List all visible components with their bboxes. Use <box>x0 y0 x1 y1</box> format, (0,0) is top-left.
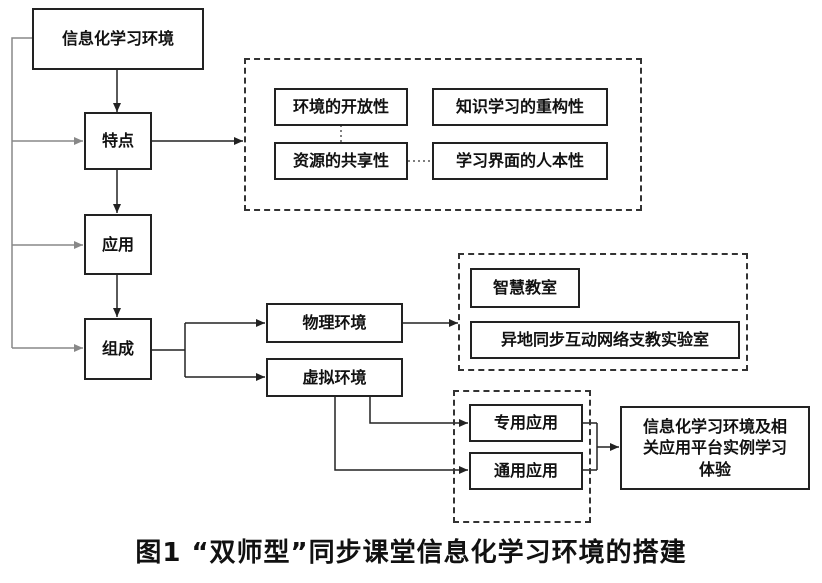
dedicated-app-node: 专用应用 <box>469 404 583 442</box>
general-app-node: 通用应用 <box>469 452 583 490</box>
smart-classroom-node: 智慧教室 <box>470 268 580 308</box>
apps-group <box>453 390 591 523</box>
openness-node: 环境的开放性 <box>274 88 408 126</box>
virtual-branches <box>334 396 468 474</box>
feature-dotted-links <box>340 125 432 162</box>
composition-node: 组成 <box>84 318 152 380</box>
physical-node: 物理环境 <box>266 303 403 343</box>
application-node: 应用 <box>84 214 152 275</box>
platform-node: 信息化学习环境及相关应用平台实例学习体验 <box>620 406 810 490</box>
reconstruction-node: 知识学习的重构性 <box>432 88 608 126</box>
sharing-node: 资源的共享性 <box>274 142 408 180</box>
features-group <box>244 58 642 211</box>
physical-group <box>458 253 748 371</box>
humanization-node: 学习界面的人本性 <box>432 142 608 180</box>
remote-lab-node: 异地同步互动网络支教实验室 <box>470 321 740 359</box>
virtual-node: 虚拟环境 <box>266 358 403 397</box>
environment-node: 信息化学习环境 <box>32 8 204 70</box>
composition-branches <box>151 319 265 381</box>
left-feedback-line <box>11 37 83 352</box>
figure-caption: 图1 “双师型”同步课堂信息化学习环境的搭建 <box>135 538 687 568</box>
features-node: 特点 <box>84 112 152 170</box>
